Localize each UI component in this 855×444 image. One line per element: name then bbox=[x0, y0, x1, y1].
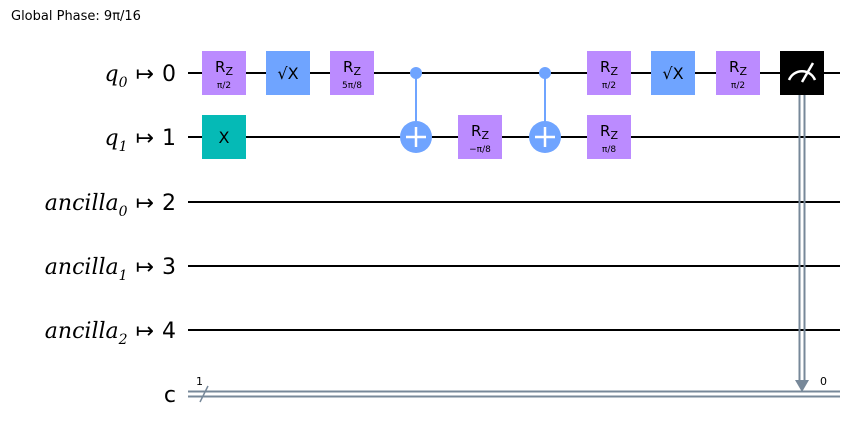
rz-gate-label: RZ bbox=[215, 58, 233, 78]
measure-meter-arc bbox=[787, 70, 817, 81]
rz-gate-box bbox=[587, 115, 631, 159]
rz-gate: RZ 5π/8 bbox=[330, 51, 374, 95]
qubit-label-3: ancilla1↦3 bbox=[45, 255, 176, 284]
rz-gate-label: RZ bbox=[600, 58, 618, 78]
qubit-label-1: q1↦1 bbox=[105, 126, 176, 155]
qubit-label-2: ancilla0↦2 bbox=[45, 191, 176, 220]
rz-gate: RZ −π/8 bbox=[458, 115, 502, 159]
rz-gate-label: RZ bbox=[600, 122, 618, 142]
rz-gate-box bbox=[202, 51, 246, 95]
qubit-label-0: q0↦0 bbox=[105, 62, 176, 91]
cx-control-dot bbox=[539, 67, 551, 79]
measure-meter-needle bbox=[800, 62, 815, 83]
classical-width-label: 1 bbox=[196, 375, 203, 388]
measure-arrow-head bbox=[795, 380, 809, 392]
rz-gate: RZ π/8 bbox=[587, 115, 631, 159]
sx-gate-label: √X bbox=[277, 64, 298, 83]
rz-gate-param: −π/8 bbox=[469, 145, 491, 155]
rz-gate-box bbox=[330, 51, 374, 95]
global-phase-label: Global Phase: 9π/16 bbox=[11, 9, 141, 24]
x-gate: X bbox=[202, 115, 246, 159]
rz-gate-param: 5π/8 bbox=[342, 81, 362, 91]
measure-gate-box bbox=[780, 51, 824, 95]
classical-register-label: c bbox=[164, 383, 176, 408]
rz-gate-label: RZ bbox=[343, 58, 361, 78]
sx-gate-box bbox=[651, 51, 695, 95]
x-gate-label: X bbox=[219, 128, 230, 147]
sx-gate: √X bbox=[651, 51, 695, 95]
cx-gate bbox=[400, 67, 432, 153]
sx-gate: √X bbox=[266, 51, 310, 95]
rz-gate: RZ π/2 bbox=[587, 51, 631, 95]
sx-gate-box bbox=[266, 51, 310, 95]
rz-gate-box bbox=[458, 115, 502, 159]
measure-gate: 0 bbox=[780, 51, 827, 392]
cx-gate bbox=[529, 67, 561, 153]
rz-gate-param: π/2 bbox=[731, 81, 745, 91]
qubit-label-4: ancilla2↦4 bbox=[45, 319, 176, 348]
classical-bus-slash bbox=[199, 385, 209, 403]
rz-gate-box bbox=[587, 51, 631, 95]
rz-gate: RZ π/2 bbox=[202, 51, 246, 95]
rz-gate-label: RZ bbox=[729, 58, 747, 78]
cx-control-dot bbox=[410, 67, 422, 79]
rz-gate-param: π/8 bbox=[602, 145, 616, 155]
rz-gate: RZ π/2 bbox=[716, 51, 760, 95]
rz-gate-box bbox=[716, 51, 760, 95]
x-gate-box bbox=[202, 115, 246, 159]
rz-gate-param: π/2 bbox=[217, 81, 231, 91]
sx-gate-label: √X bbox=[662, 64, 683, 83]
rz-gate-label: RZ bbox=[471, 122, 489, 142]
measure-cbit-label: 0 bbox=[820, 375, 827, 388]
rz-gate-param: π/2 bbox=[602, 81, 616, 91]
